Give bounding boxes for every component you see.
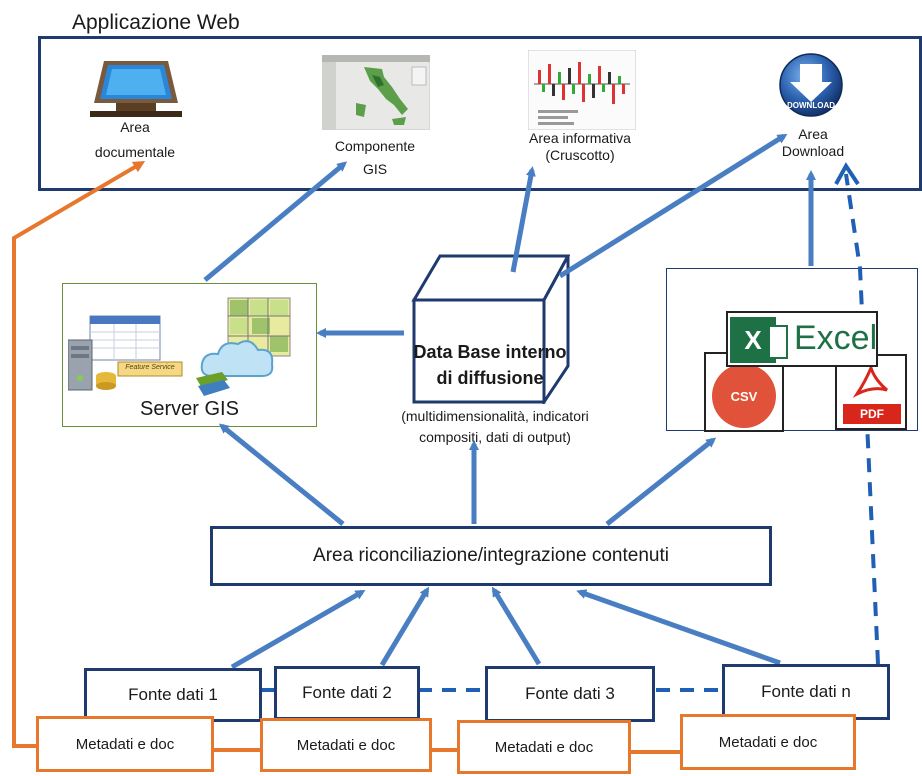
server-icon: Feature Service xyxy=(67,312,188,392)
area-download-line2: Download xyxy=(781,142,845,159)
arrow-fonte3-to-recon xyxy=(491,586,542,666)
database-subtitle: (multidimensionalità, indicatori composi… xyxy=(340,408,650,446)
arrow-recon-to-formats xyxy=(605,437,717,526)
metadata-label-1: Metadati e doc xyxy=(75,735,175,753)
excel-file-icon[interactable]: X Excel xyxy=(726,311,878,367)
csv-label: CSV xyxy=(730,388,758,404)
download-badge-text: DOWNLOAD xyxy=(787,101,835,110)
csv-badge: CSV xyxy=(712,364,776,428)
database-subtitle-line2: compositi, dati di output) xyxy=(419,428,571,445)
metadata-links xyxy=(12,160,680,754)
arrow-fonte1-to-recon xyxy=(230,589,366,670)
source-box-1: Fonte dati 1 xyxy=(84,668,262,722)
source-box-2: Fonte dati 2 xyxy=(274,666,420,720)
metadata-box-4: Metadati e doc xyxy=(680,714,856,770)
area-informativa-label[interactable]: Area informativa (Cruscotto) xyxy=(490,130,670,164)
source-box-n: Fonte dati n xyxy=(722,664,890,720)
excel-label: Excel xyxy=(794,319,878,357)
web-app-panel xyxy=(38,36,922,191)
arrow-recon-to-server xyxy=(218,423,345,526)
metadata-box-3: Metadati e doc xyxy=(457,720,631,774)
area-documentale-line2: documentale xyxy=(94,143,176,160)
computer-icon xyxy=(86,55,186,120)
area-documentale-label[interactable]: Area documentale xyxy=(80,119,190,161)
reconciliation-label: Area riconciliazione/integrazione conten… xyxy=(313,545,669,566)
source-label-1: Fonte dati 1 xyxy=(128,685,218,704)
metadata-label-4: Metadati e doc xyxy=(718,733,818,751)
area-informativa-line1: Area informativa xyxy=(529,130,631,146)
pdf-label: PDF xyxy=(860,407,884,421)
componente-gis-line2: GIS xyxy=(362,160,388,177)
source-label-n: Fonte dati n xyxy=(761,682,851,701)
database-subtitle-line1: (multidimensionalità, indicatori xyxy=(401,408,589,424)
reconciliation-box: Area riconciliazione/integrazione conten… xyxy=(210,526,772,586)
excel-x-glyph: X xyxy=(744,324,762,355)
download-icon[interactable]: DOWNLOAD xyxy=(778,52,844,118)
excel-grid-icon xyxy=(768,325,788,359)
source-label-2: Fonte dati 2 xyxy=(302,683,392,702)
pdf-band: PDF xyxy=(843,404,901,424)
area-download-line1: Area xyxy=(798,126,828,142)
metadata-label-2: Metadati e doc xyxy=(296,736,396,754)
web-app-title: Applicazione Web xyxy=(72,11,240,34)
database-title: Data Base interno di diffusione xyxy=(360,342,620,389)
database-cube xyxy=(411,254,570,404)
metadata-box-2: Metadati e doc xyxy=(260,718,432,772)
componente-gis-line1: Componente xyxy=(334,138,416,154)
server-gis-label: Server GIS xyxy=(140,398,239,420)
database-title-line1: Data Base interno xyxy=(413,342,567,362)
source-label-3: Fonte dati 3 xyxy=(525,684,615,703)
source-box-3: Fonte dati 3 xyxy=(485,666,655,722)
arrow-fonte2-to-recon xyxy=(379,586,430,667)
orange-link-to-area-documentale xyxy=(12,160,146,748)
gis-map-thumbnail xyxy=(321,54,431,131)
area-download-label[interactable]: Area Download xyxy=(768,126,858,160)
pdf-acrobat-icon xyxy=(852,364,888,398)
area-documentale-line1: Area xyxy=(120,119,150,135)
metadata-box-1: Metadati e doc xyxy=(36,716,214,772)
feature-service-text: Feature Service xyxy=(125,364,175,371)
componente-gis-label[interactable]: Componente GIS xyxy=(305,138,445,178)
dashboard-chart-thumbnail xyxy=(527,49,637,131)
area-informativa-line2: (Cruscotto) xyxy=(545,146,615,163)
map-layers-cloud-icon xyxy=(192,296,292,396)
metadata-label-3: Metadati e doc xyxy=(494,738,594,756)
arrow-fonten-to-recon xyxy=(576,589,781,666)
database-title-line2: di diffusione xyxy=(436,367,544,388)
